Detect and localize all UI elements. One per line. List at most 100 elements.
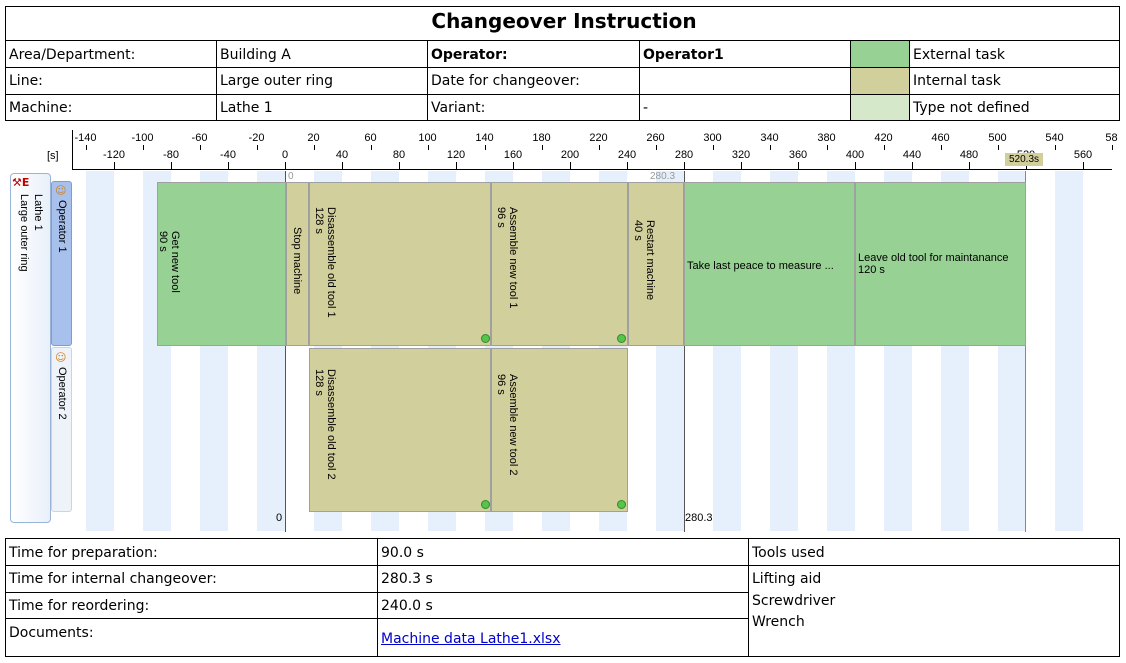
axis-tick-label-top: 260 [646,132,665,144]
tree-operator1-label: Operator 1 [56,200,68,253]
axis-tick-label-top: 58 [1105,132,1118,144]
operator1-icon: ☺ [55,184,67,197]
axis-tick-label-top: 180 [532,132,551,144]
legend-undefined-swatch [851,95,909,120]
axis-tick [484,145,486,150]
axis-tick [342,162,343,169]
start-line [285,171,286,532]
internal-end-line [684,171,685,532]
axis-tick-label-bottom: 40 [335,149,349,161]
axis-tick-label-bottom: -120 [102,149,126,161]
axis-tick-label-top: 220 [589,132,608,144]
machine-tree-node[interactable] [10,173,51,523]
axis-tick [541,145,543,150]
axis-tick-label-top: 500 [988,132,1007,144]
task-stop-machine[interactable]: Stop machine [286,182,309,346]
axis-tick-label-bottom: 120 [446,149,466,161]
line-value: Large outer ring [220,73,333,89]
axis-tick [285,162,286,169]
axis-tick-label-bottom: 440 [902,149,922,161]
area-label: Area/Department: [9,47,136,63]
task-name: Get new tool [169,231,181,293]
axis-tick [969,162,970,169]
document-link[interactable]: Machine data Lathe1.xlsx [381,631,561,647]
axis-tick [1111,145,1113,150]
axis-tick [171,162,172,169]
axis-tick [427,145,429,150]
axis-tick-label-bottom: 400 [845,149,865,161]
status-dot [481,334,490,343]
task-assemble-new-tool-1[interactable]: Assemble new tool 1 96 s [491,182,628,346]
legend-external-label: External task [913,47,1006,63]
task-name: Take last peace to measure ... [687,260,834,272]
task-duration: 40 s [632,220,644,241]
task-name: Assemble new tool 1 [507,207,519,309]
task-take-last-piece[interactable]: Take last peace to measure ... [684,182,855,346]
axis-tick [85,145,87,150]
axis-tick-label-top: -140 [74,132,97,144]
reorder-time-label: Time for reordering: [9,598,150,614]
task-disassemble-old-tool-2[interactable]: Disassemble old tool 2 128 s [309,348,491,512]
task-leave-old-tool[interactable]: Leave old tool for maintanance 120 s [855,182,1026,346]
axis-tick [684,162,685,169]
task-duration: 90 s [157,231,169,252]
axis-tick-label-bottom: 80 [392,149,406,161]
task-disassemble-old-tool-1[interactable]: Disassemble old tool 1 128 s [309,182,491,346]
axis-tick-label-top: 340 [760,132,779,144]
time-stripe [86,171,114,531]
axis-tick [712,145,714,150]
axis-tick [912,162,913,169]
unit-label: [s] [47,150,59,162]
axis-tick [313,145,315,150]
prep-time-value: 90.0 s [381,545,424,561]
operator2-icon: ☺ [55,351,67,364]
axis-tick-label-bottom: 160 [503,149,523,161]
axis-tick [798,162,799,169]
task-restart-machine[interactable]: Restart machine 40 s [628,182,684,346]
axis-tick [570,162,571,169]
tool-item: Wrench [752,614,805,630]
machine-value: Lathe 1 [220,100,273,116]
tree-machine-label: Lathe 1 [32,194,44,231]
legend-undefined-label: Type not defined [913,100,1030,116]
operator-value: Operator1 [643,47,724,63]
reorder-time-value: 240.0 s [381,598,433,614]
axis-tick [627,162,628,169]
axis-tick-label-top: 60 [364,132,377,144]
axis-tick-label-top: 460 [931,132,950,144]
task-assemble-new-tool-2[interactable]: Assemble new tool 2 96 s [491,348,628,512]
axis-tick-label-bottom: 480 [959,149,979,161]
axis-tick [883,145,885,150]
task-name: Restart machine [644,220,656,301]
task-name: Leave old tool for maintanance [858,252,1009,264]
axis-tick [142,145,144,150]
total-end-line [1025,171,1026,532]
axis-tick-label-bottom: -80 [163,149,179,161]
operator2-tree-node[interactable] [51,347,72,512]
prep-time-label: Time for preparation: [9,545,158,561]
axis-tick-label-top: -100 [131,132,154,144]
axis-tick [655,145,657,150]
task-get-new-tool[interactable]: Get new tool 90 s [157,182,286,346]
axis-tick-label-bottom: 360 [788,149,808,161]
task-duration: 96 s [495,207,507,228]
task-duration: 120 s [858,264,885,276]
area-value: Building A [220,47,291,63]
axis-tick-label-top: 140 [475,132,494,144]
task-name: Assemble new tool 2 [507,374,519,476]
machine-label: Machine: [9,100,73,116]
axis-tick [1083,162,1084,169]
axis-tick-label-top: 380 [817,132,836,144]
axis-tick-label-bottom: -40 [220,149,236,161]
tool-item: Screwdriver [752,593,836,609]
internal-time-label: Time for internal changeover: [9,571,217,587]
axis-tick-label-top: -20 [248,132,265,144]
axis-tick-label-bottom: 280 [674,149,694,161]
status-dot [617,500,626,509]
axis-tick-label-bottom: 200 [560,149,580,161]
operator1-tree-node[interactable] [51,181,72,346]
axis-tick-label-top: 300 [703,132,722,144]
axis-tick [598,145,600,150]
axis-tick [370,145,372,150]
internal-end-marker-bottom: 280.3 [685,512,713,524]
